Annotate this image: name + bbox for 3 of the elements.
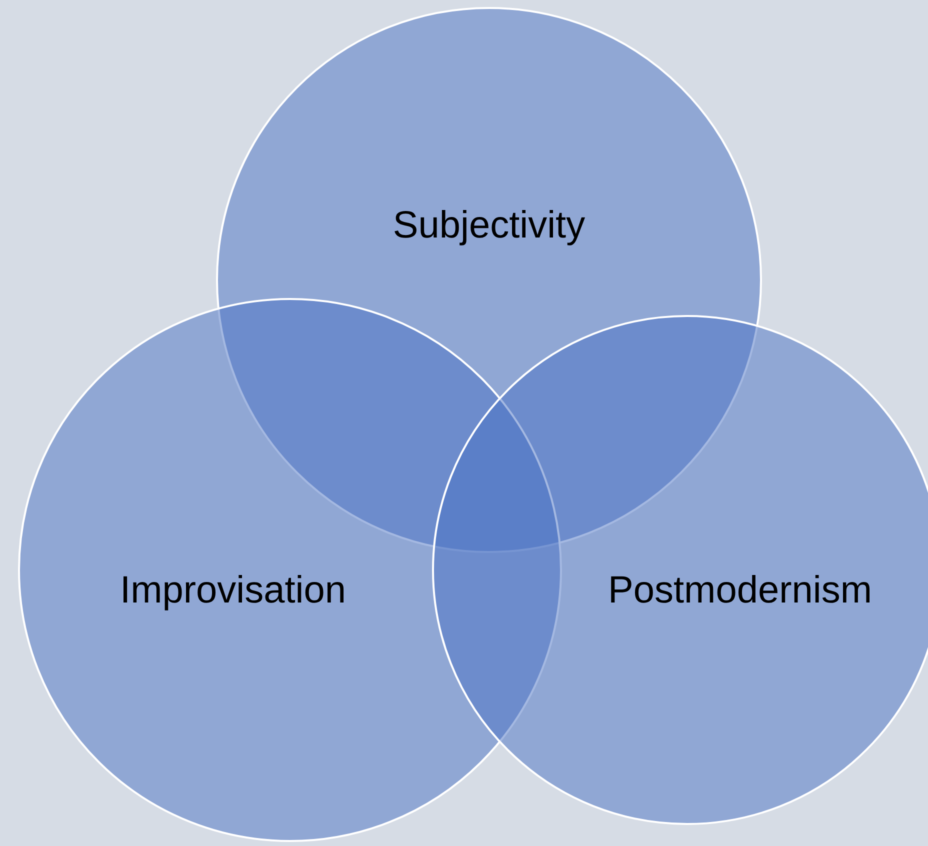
circle-label: Improvisation [120,570,346,612]
circle-label: Subjectivity [392,204,586,248]
circle-label: Postmodernism [608,570,872,612]
